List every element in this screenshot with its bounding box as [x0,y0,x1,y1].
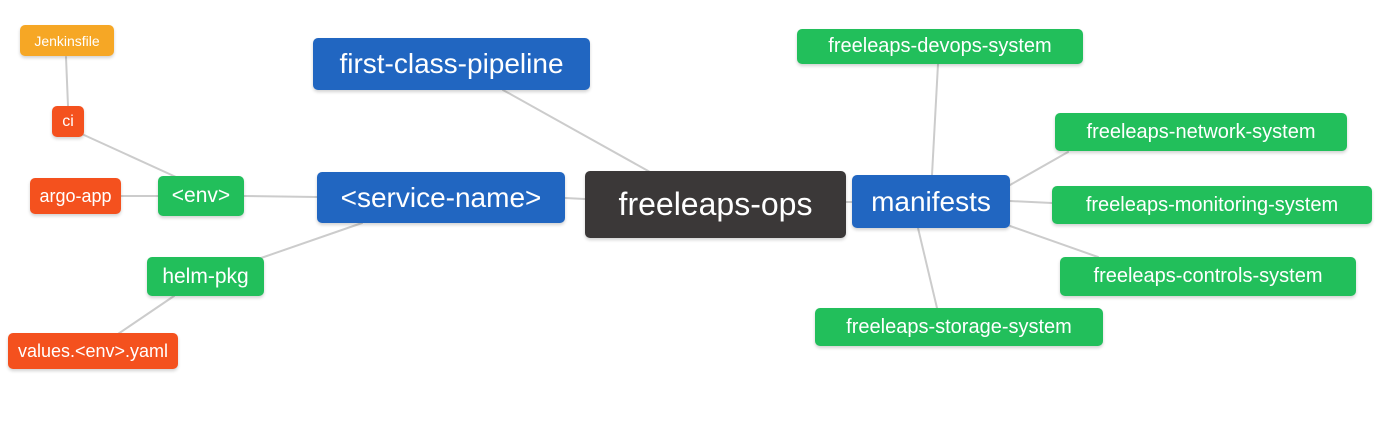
mindmap-node-ci[interactable]: ci [52,106,84,137]
mindmap-node-freeleaps-controls-system[interactable]: freeleaps-controls-system [1060,257,1356,296]
edge-env-to-service-name [243,195,318,198]
edge-service-name-to-helm-pkg [260,222,363,259]
edge-manifests-to-freeleaps-controls-system [1009,225,1099,258]
mindmap-node-freeleaps-monitoring-system[interactable]: freeleaps-monitoring-system [1052,186,1372,224]
mindmap-node-freeleaps-ops[interactable]: freeleaps-ops [585,171,846,238]
mindmap-node-manifests[interactable]: manifests [852,175,1010,228]
mindmap-node-values-env-yaml[interactable]: values.<env>.yaml [8,333,178,369]
edge-ci-to-env [83,134,177,178]
mindmap-node-freeleaps-devops-system[interactable]: freeleaps-devops-system [797,29,1083,64]
edge-manifests-to-freeleaps-network-system [1009,151,1069,186]
mindmap-node-freeleaps-network-system[interactable]: freeleaps-network-system [1055,113,1347,151]
edge-manifests-to-freeleaps-storage-system [917,227,938,309]
mindmap-node-env[interactable]: <env> [158,176,244,216]
edge-freeleaps-devops-system-to-manifests [931,63,939,176]
mindmap-node-jenkinsfile[interactable]: Jenkinsfile [20,25,114,56]
mindmap-node-freeleaps-storage-system[interactable]: freeleaps-storage-system [815,308,1103,346]
mindmap-node-first-class-pipeline[interactable]: first-class-pipeline [313,38,590,90]
mindmap-node-argo-app[interactable]: argo-app [30,178,121,214]
edge-service-name-to-freeleaps-ops [564,197,586,200]
mindmap-node-helm-pkg[interactable]: helm-pkg [147,257,264,296]
edge-helm-pkg-to-values-env-yaml [117,295,175,335]
edge-manifests-to-freeleaps-monitoring-system [1009,200,1053,204]
edge-first-class-pipeline-to-freeleaps-ops [502,89,651,173]
edge-jenkinsfile-to-ci [65,56,69,107]
mindmap-node-service-name[interactable]: <service-name> [317,172,565,223]
